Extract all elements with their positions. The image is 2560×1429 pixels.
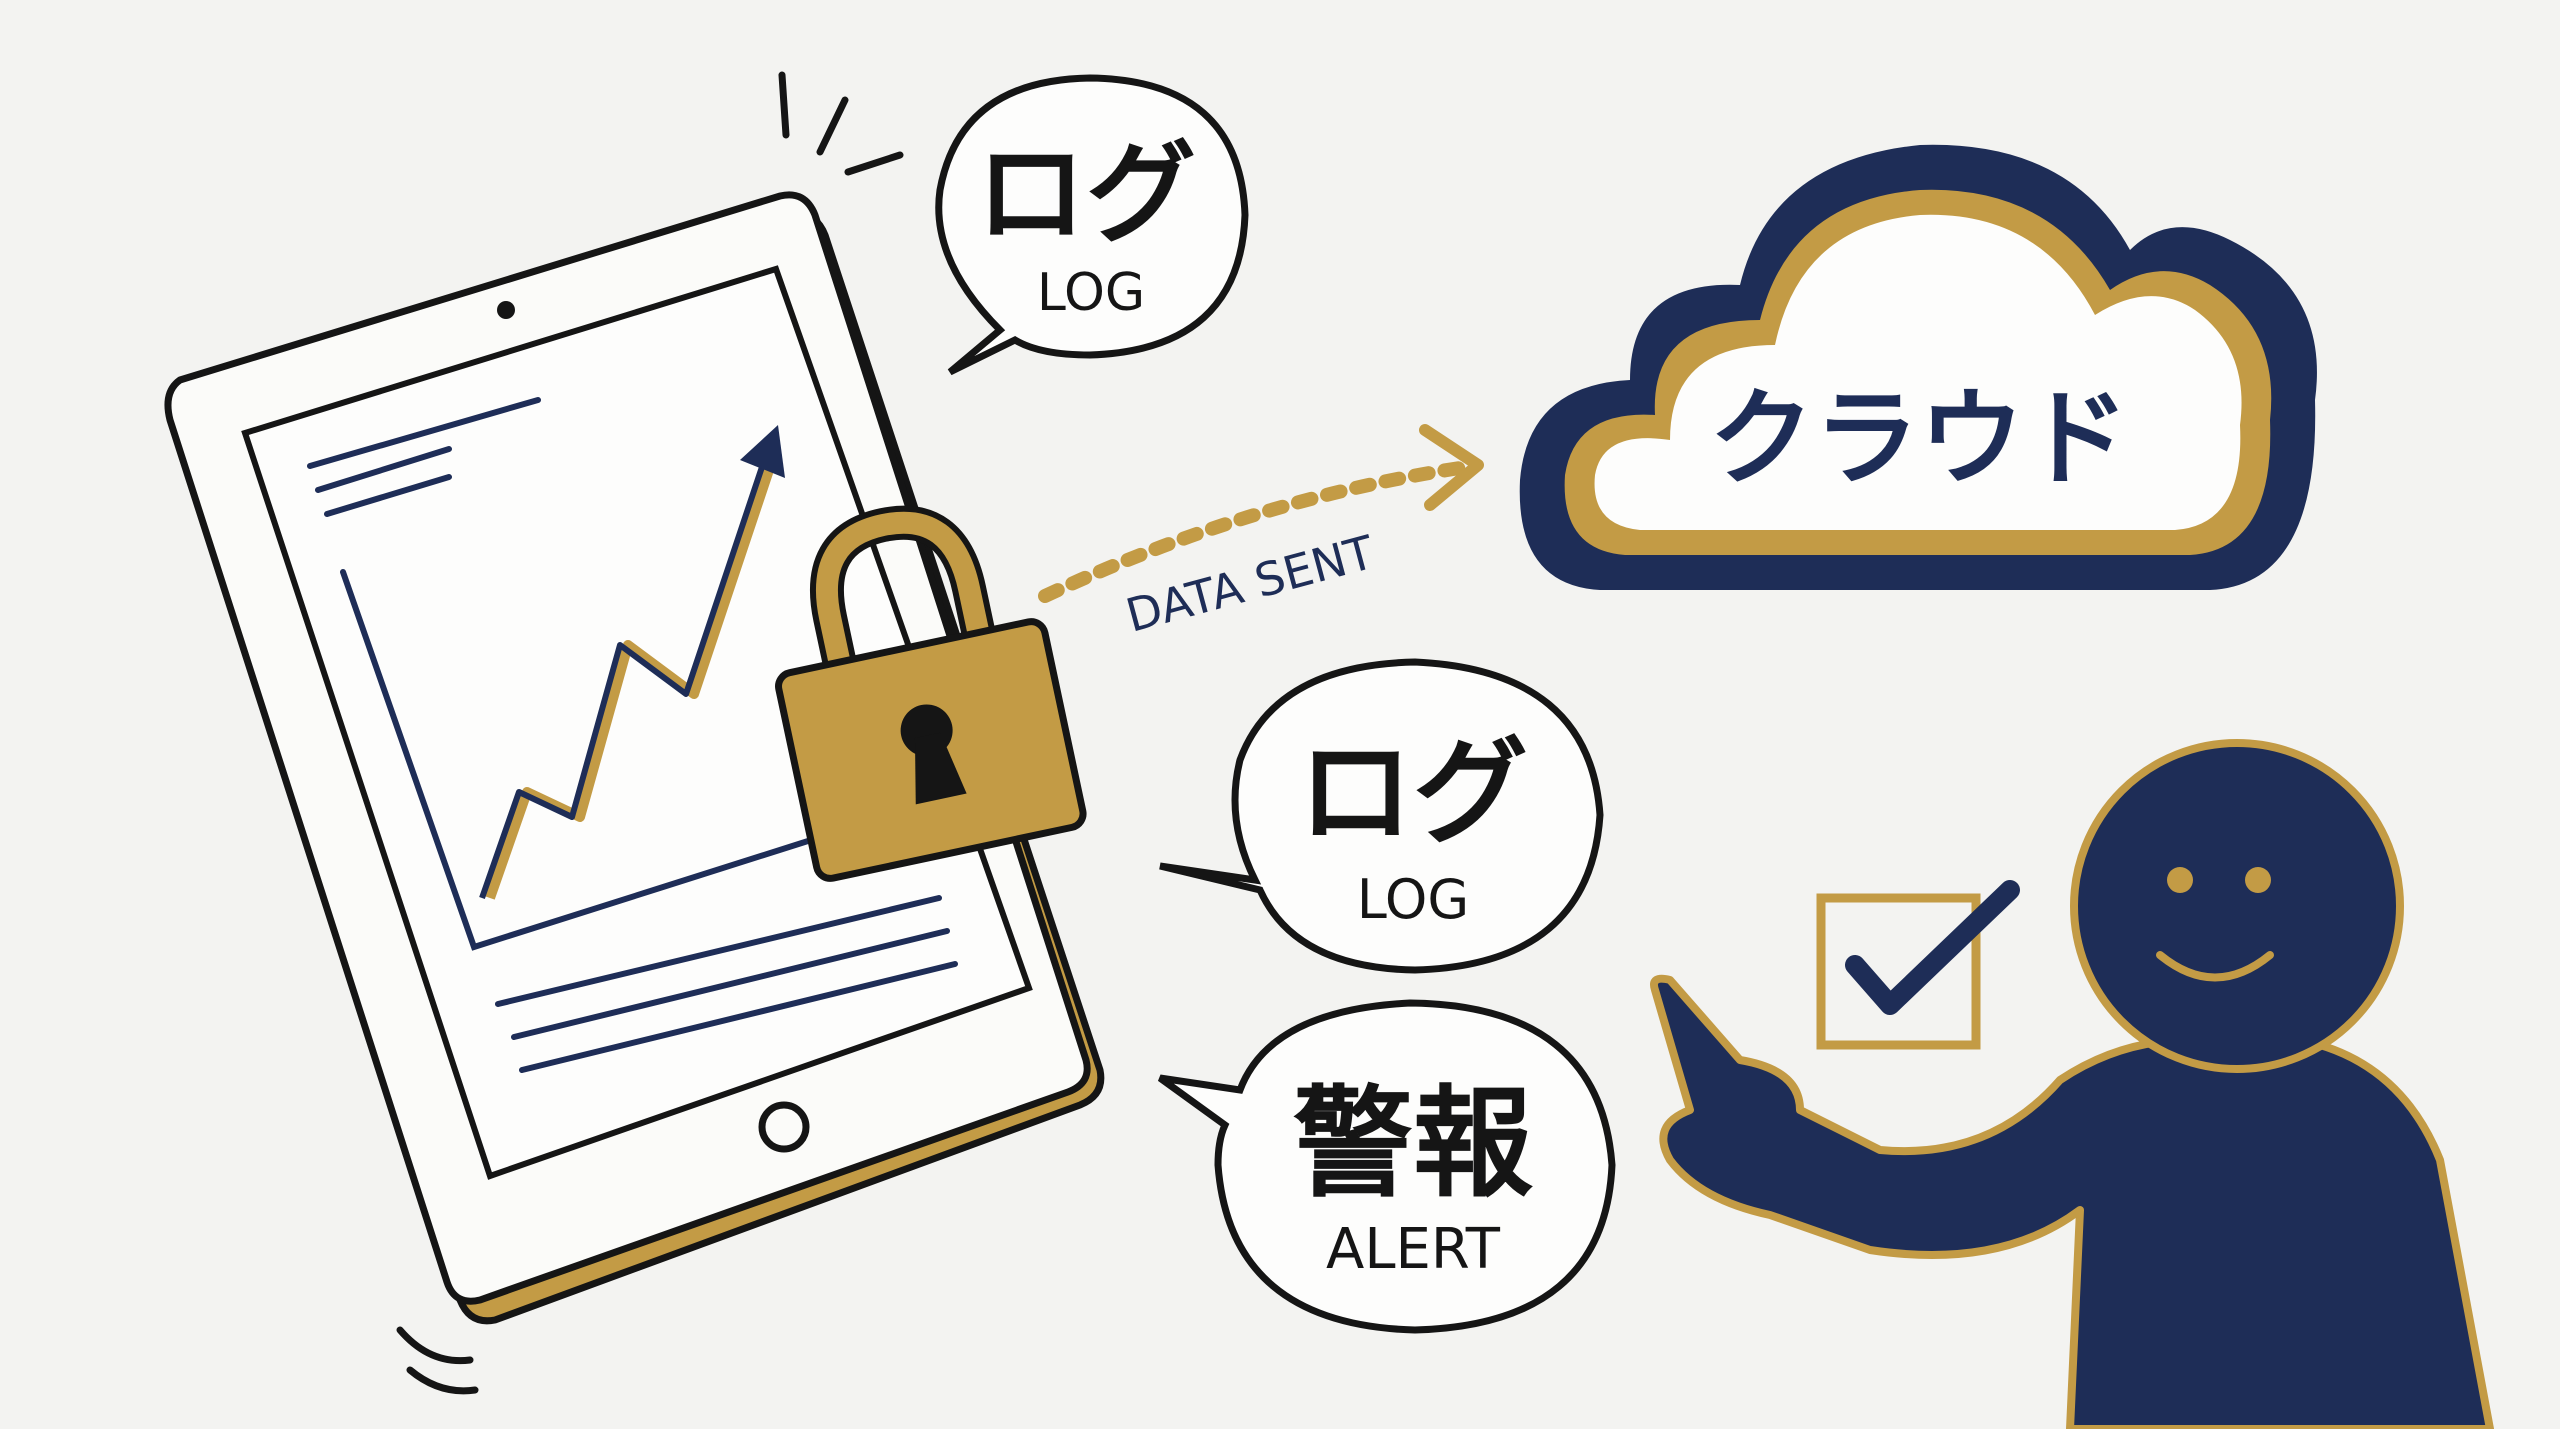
cloud-icon: クラウド — [1519, 144, 2317, 591]
bubble-jp-text: ログ — [976, 130, 1196, 258]
text-lines-bottom — [495, 895, 958, 1073]
camera-dot — [497, 301, 515, 319]
speech-bubble-alert: 警報 ALERT — [1157, 999, 1616, 1334]
checkbox-check-icon — [1816, 880, 2020, 1050]
person-icon — [1650, 739, 2494, 1429]
bubble-en-text: LOG — [1037, 263, 1145, 323]
bubble-jp-text: ログ — [1298, 726, 1528, 860]
motion-lines-top — [778, 71, 904, 176]
speech-bubble-log-top: ログ LOG — [935, 74, 1249, 376]
bubble-en-text: LOG — [1357, 868, 1470, 931]
motion-lines-bottom — [396, 1326, 479, 1395]
tablet-icon — [164, 191, 1105, 1325]
bubble-en-text: ALERT — [1326, 1217, 1501, 1282]
home-button — [758, 1101, 810, 1153]
data-sent-arrow: DATA SENT — [1038, 424, 1484, 643]
padlock-icon — [775, 505, 1087, 882]
cloud-label: クラウド — [1709, 378, 2129, 500]
bubble-jp-text: 警報 — [1293, 1075, 1533, 1214]
trend-chart-icon — [340, 425, 811, 951]
text-lines-top — [307, 397, 541, 517]
speech-bubble-log-middle: ログ LOG — [1159, 658, 1604, 974]
